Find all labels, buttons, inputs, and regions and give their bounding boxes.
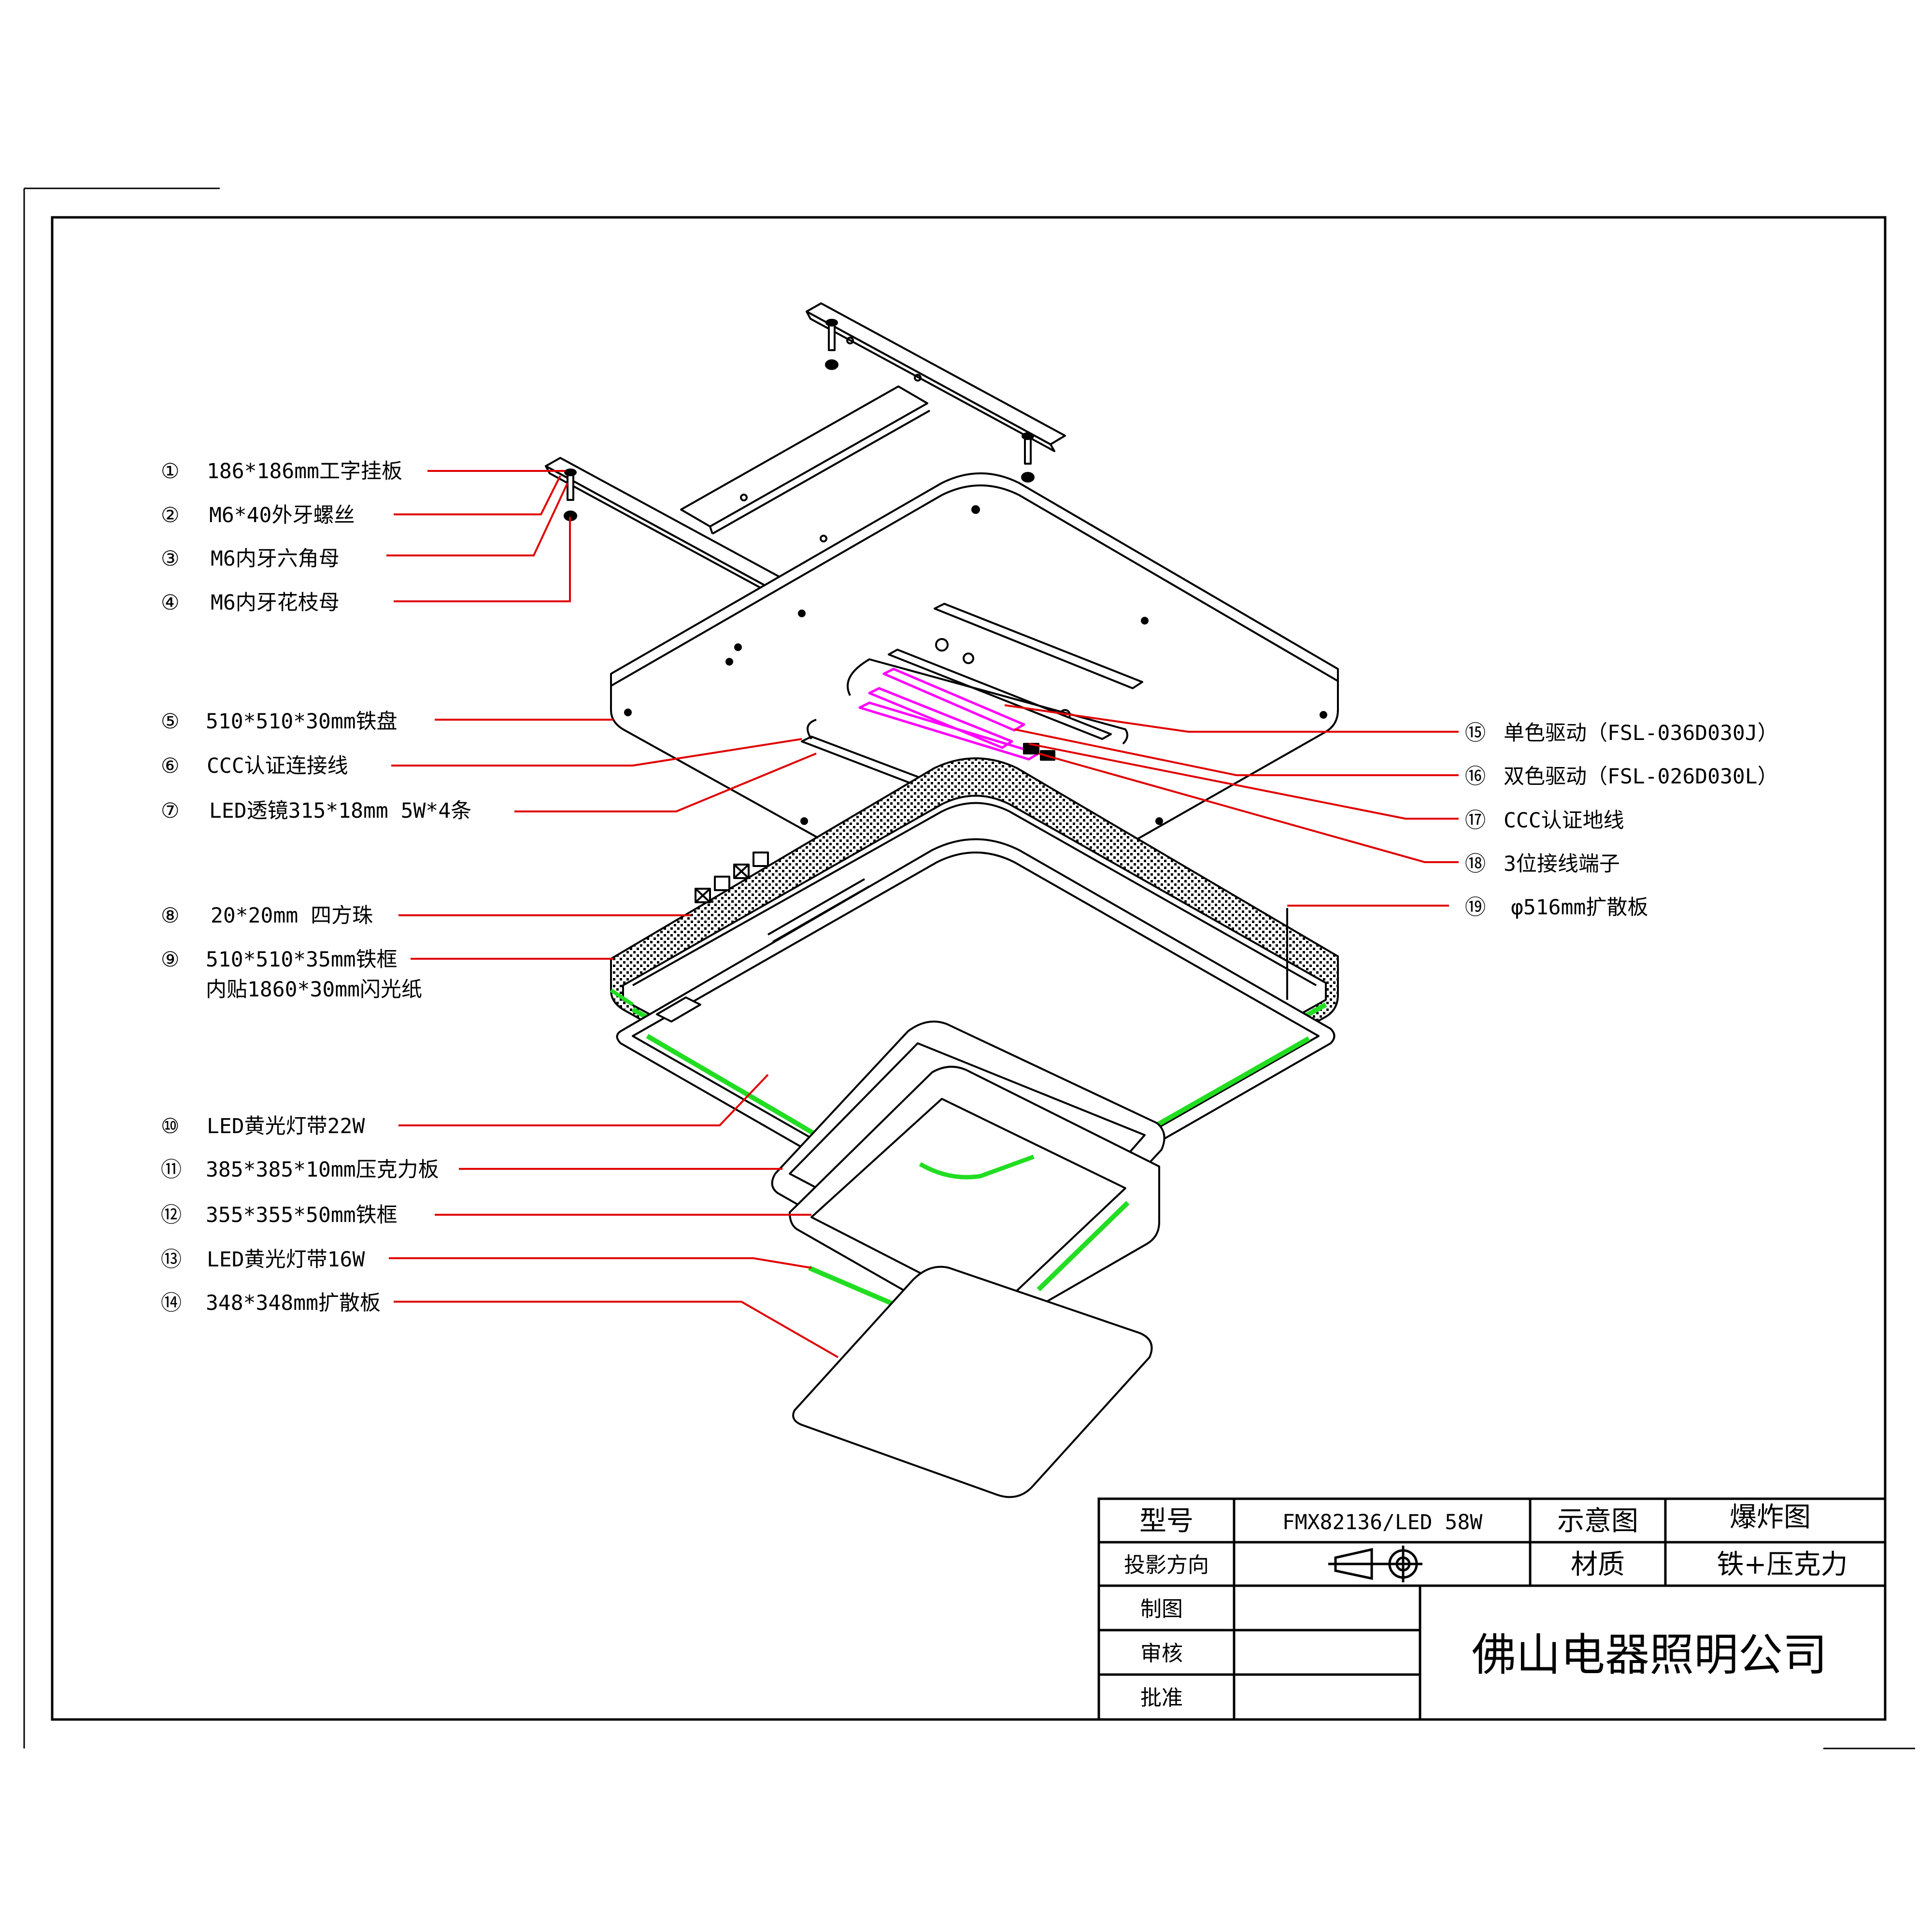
svg-text:⑰: ⑰	[1465, 809, 1486, 833]
diffuser-panel	[792, 1265, 1153, 1498]
drawn-label: 制图	[1140, 1597, 1183, 1621]
svg-text:⑦: ⑦	[161, 799, 180, 823]
part-label-14: ⑭ 348*348mm扩散板	[161, 1291, 381, 1315]
svg-text:⑯: ⑯	[1465, 765, 1486, 789]
svg-text:M6*40外牙螺丝: M6*40外牙螺丝	[209, 503, 355, 527]
svg-text:②: ②	[161, 503, 180, 527]
part-label-1: ① 186*186mm工字挂板	[161, 459, 402, 483]
review-label: 审核	[1140, 1641, 1183, 1666]
svg-text:φ516mm扩散板: φ516mm扩散板	[1511, 895, 1648, 920]
sheet-frame	[23, 187, 1915, 1749]
svg-text:M6内牙六角母: M6内牙六角母	[211, 547, 340, 571]
svg-text:186*186mm工字挂板: 186*186mm工字挂板	[207, 459, 402, 483]
material-value: 铁+压克力	[1717, 1549, 1848, 1580]
svg-text:CCC认证地线: CCC认证地线	[1504, 809, 1624, 833]
svg-text:①: ①	[161, 459, 180, 483]
svg-text:⑥: ⑥	[161, 754, 180, 778]
svg-text:355*355*50mm铁框: 355*355*50mm铁框	[206, 1203, 398, 1227]
model-value: FMX82136/LED 58W	[1282, 1510, 1482, 1534]
svg-text:⑬: ⑬	[161, 1248, 182, 1272]
company-name: 佛山电器照明公司	[1472, 1629, 1827, 1681]
part-label-16: ⑯ 双色驱动（FSL-026D030L）	[1465, 765, 1778, 789]
svg-text:LED透镜315*18mm 5W*4条: LED透镜315*18mm 5W*4条	[209, 799, 471, 823]
svg-text:③: ③	[161, 547, 180, 571]
diagram-label: 示意图	[1557, 1506, 1638, 1537]
material-label: 材质	[1571, 1549, 1625, 1580]
part-label-15: ⑮ 单色驱动（FSL-036D030J）	[1465, 721, 1778, 745]
inner-iron-frame	[771, 1021, 1165, 1333]
svg-text:LED黄光灯带22W: LED黄光灯带22W	[207, 1114, 365, 1138]
part-label-13: ⑬ LED黄光灯带16W	[161, 1248, 365, 1272]
svg-text:CCC认证连接线: CCC认证连接线	[207, 754, 348, 778]
svg-text:内贴1860*30mm闪光纸: 内贴1860*30mm闪光纸	[206, 978, 422, 1002]
diagram-value: 爆炸图	[1730, 1502, 1811, 1533]
part-label-2: ② M6*40外牙螺丝	[161, 503, 355, 527]
part-label-17: ⑰ CCC认证地线	[1465, 809, 1624, 833]
svg-text:⑭: ⑭	[161, 1291, 182, 1315]
svg-text:20*20mm 四方珠: 20*20mm 四方珠	[211, 904, 373, 928]
svg-text:3位接线端子: 3位接线端子	[1504, 852, 1620, 876]
svg-text:M6内牙花枝母: M6内牙花枝母	[211, 591, 340, 615]
lamp-drawing	[545, 302, 1339, 1498]
svg-text:LED黄光灯带16W: LED黄光灯带16W	[207, 1248, 365, 1272]
screws-and-nuts	[564, 319, 1035, 521]
projection-label: 投影方向	[1124, 1553, 1209, 1577]
svg-text:385*385*10mm压克力板: 385*385*10mm压克力板	[206, 1158, 439, 1182]
part-label-11: ⑪ 385*385*10mm压克力板	[161, 1158, 439, 1182]
svg-text:⑱: ⑱	[1465, 852, 1486, 876]
svg-text:⑪: ⑪	[161, 1158, 182, 1182]
part-label-18: ⑱ 3位接线端子	[1465, 852, 1620, 876]
svg-text:510*510*30mm铁盘: 510*510*30mm铁盘	[206, 710, 398, 734]
svg-text:510*510*35mm铁框: 510*510*35mm铁框	[206, 948, 398, 972]
part-label-4: ④ M6内牙花枝母	[161, 591, 340, 615]
leader-lines	[386, 470, 1459, 1358]
part-labels-left: ① 186*186mm工字挂板 ② M6*40外牙螺丝 ③ M6内牙六角母 ④ M6内牙…	[161, 459, 471, 1315]
svg-text:⑲: ⑲	[1465, 895, 1486, 920]
part-label-10: ⑩ LED黄光灯带22W	[161, 1114, 365, 1138]
svg-text:⑧: ⑧	[161, 904, 180, 928]
svg-text:⑨: ⑨	[161, 948, 180, 972]
svg-text:双色驱动（FSL-026D030L）: 双色驱动（FSL-026D030L）	[1504, 765, 1778, 789]
approve-label: 批准	[1140, 1686, 1183, 1710]
part-label-8: ⑧ 20*20mm 四方珠	[161, 904, 373, 928]
part-label-12: ⑫ 355*355*50mm铁框	[161, 1203, 398, 1227]
model-label: 型号	[1139, 1506, 1193, 1537]
title-block: 型号 FMX82136/LED 58W 示意图 爆炸图 投影方向 材质 铁+压克…	[1097, 1497, 1887, 1721]
part-label-5: ⑤ 510*510*30mm铁盘	[161, 710, 398, 734]
part-label-6: ⑥ CCC认证连接线	[161, 754, 348, 778]
svg-text:348*348mm扩散板: 348*348mm扩散板	[206, 1291, 381, 1315]
svg-text:⑩: ⑩	[161, 1114, 180, 1138]
projection-symbol-icon	[1328, 1546, 1422, 1582]
svg-text:⑫: ⑫	[161, 1203, 182, 1227]
mounting-plate	[545, 302, 1066, 607]
svg-text:⑮: ⑮	[1465, 721, 1486, 745]
part-label-7: ⑦ LED透镜315*18mm 5W*4条	[161, 799, 471, 823]
part-label-19: ⑲ φ516mm扩散板	[1465, 895, 1648, 920]
iron-base-plate	[610, 472, 1339, 925]
svg-text:单色驱动（FSL-036D030J）: 单色驱动（FSL-036D030J）	[1504, 721, 1778, 745]
part-label-3: ③ M6内牙六角母	[161, 547, 340, 571]
svg-text:⑤: ⑤	[161, 710, 180, 734]
svg-text:④: ④	[161, 591, 180, 615]
